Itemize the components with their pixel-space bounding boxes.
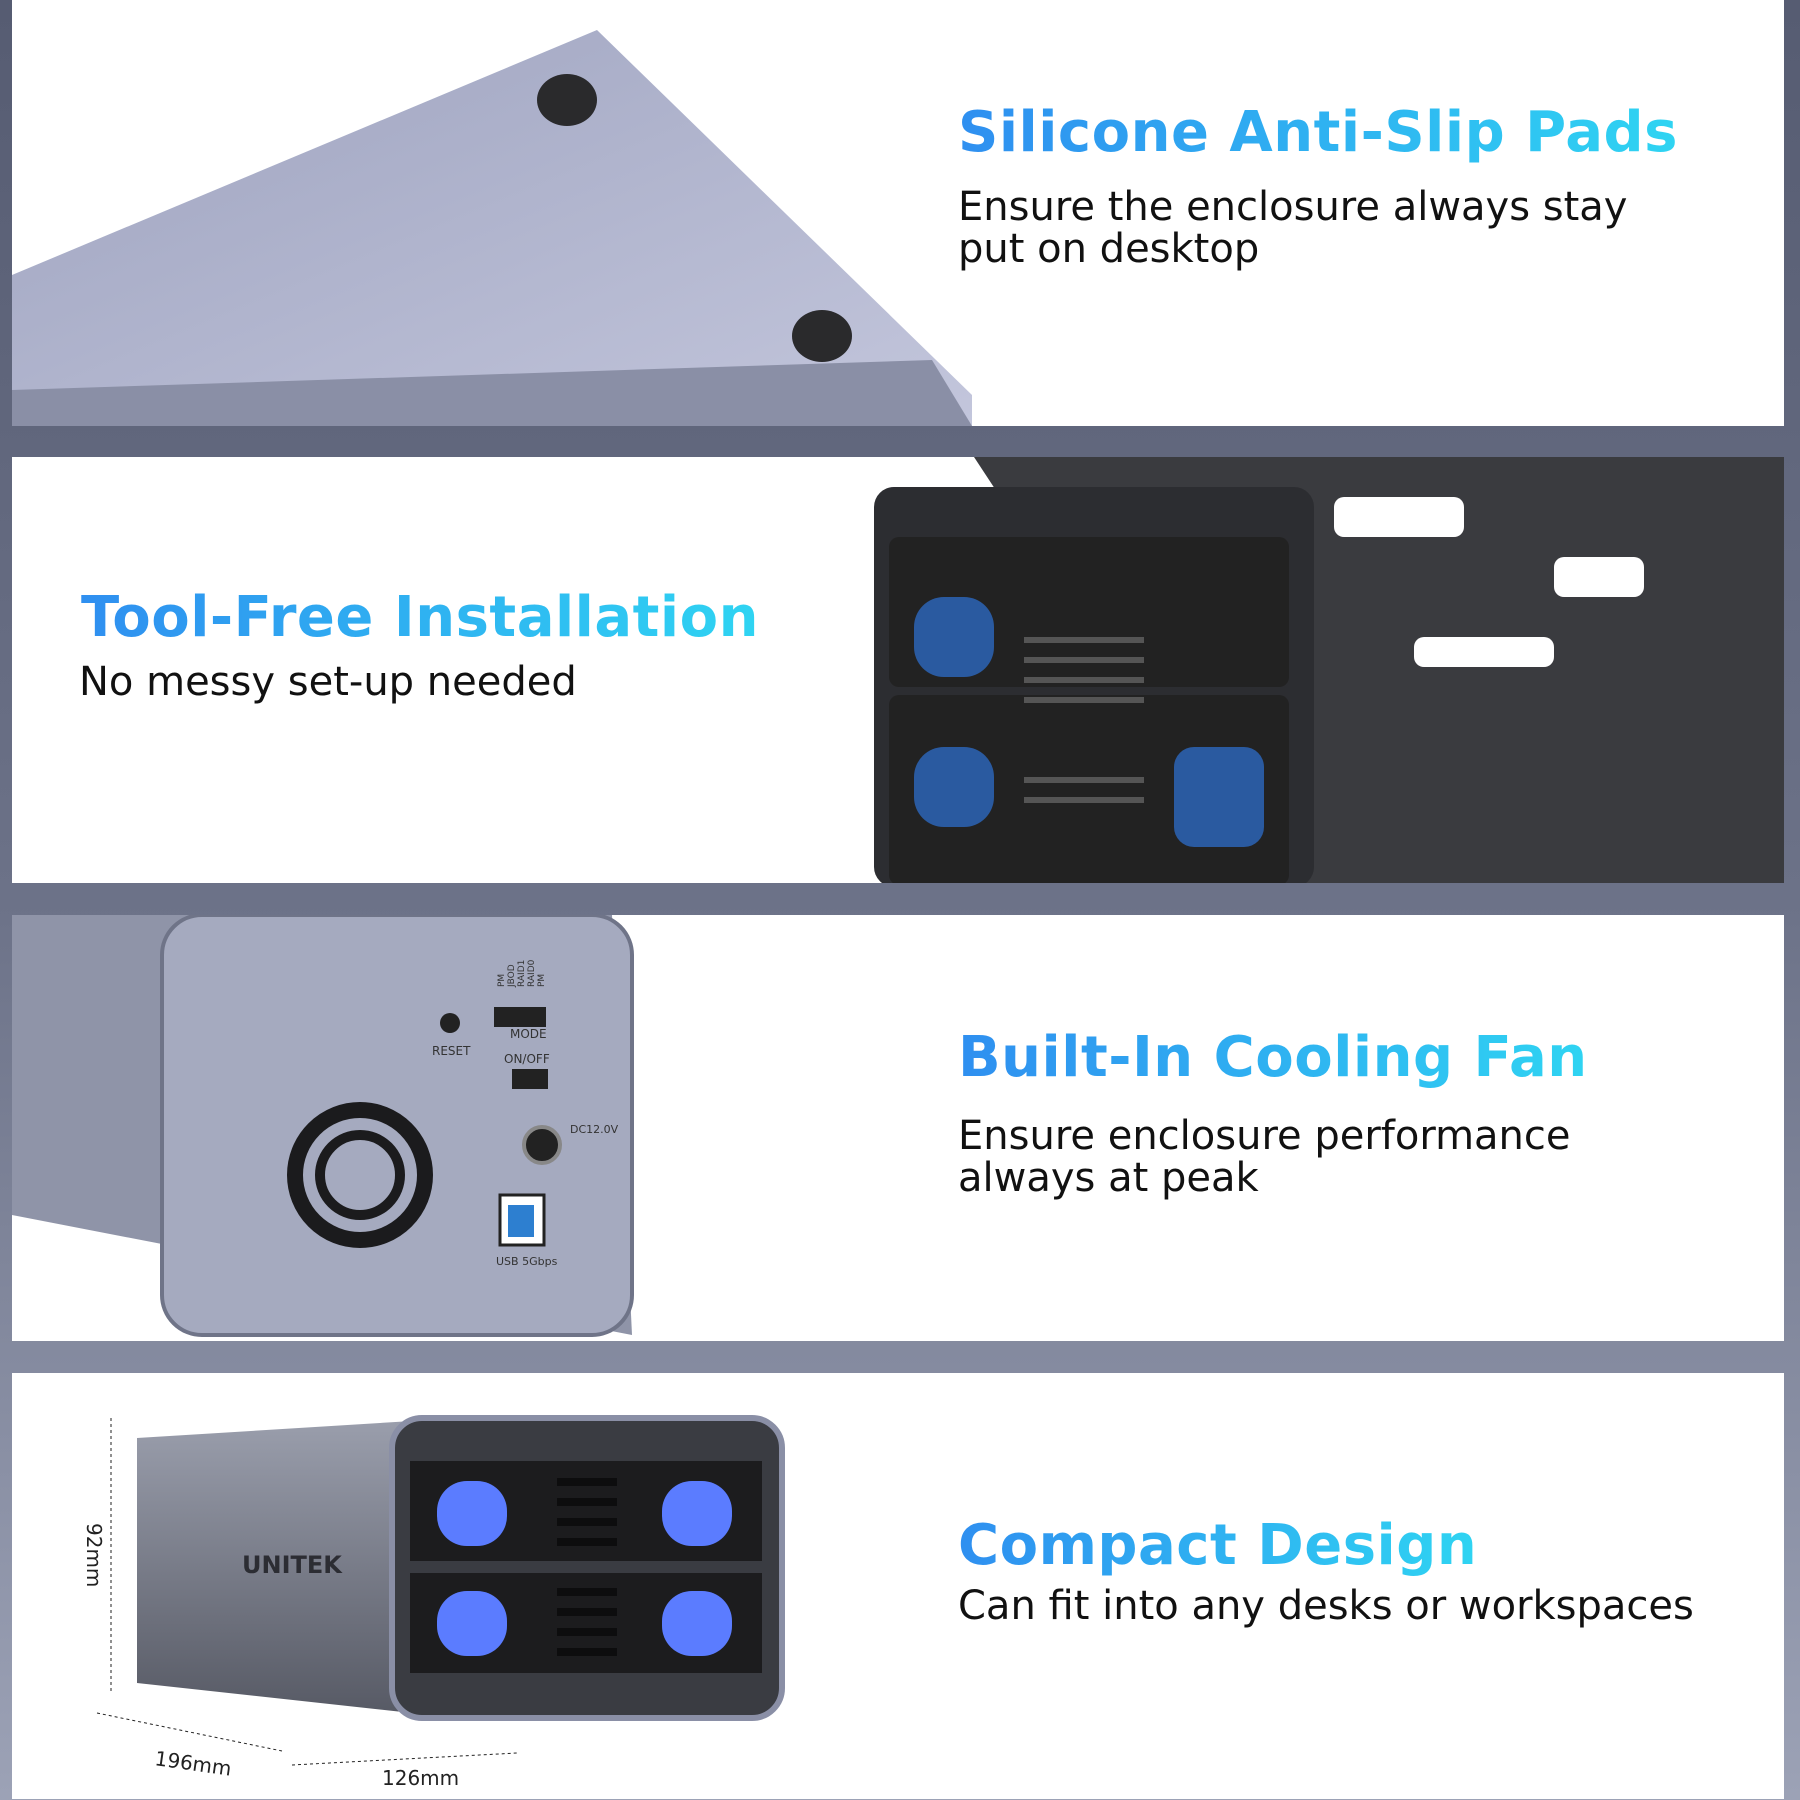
section-compact-design: UNITEK 92mm 196mm 126mm Compact Design C… <box>12 1373 1784 1799</box>
reset-label: RESET <box>432 1044 471 1058</box>
mode-label: MODE <box>510 1027 547 1041</box>
depth-dimension: 196mm <box>153 1746 233 1781</box>
usb-label: USB 5Gbps <box>496 1255 558 1268</box>
section-cooling-fan: RESET MODE PM JBOD RAID1 RAID0 PM ON/OFF… <box>12 915 1784 1341</box>
width-dimension: 126mm <box>382 1766 459 1790</box>
svg-text:JBOD: JBOD <box>507 964 517 988</box>
brand-logo: UNITEK <box>242 1551 343 1579</box>
silicone-pad-2 <box>792 310 852 362</box>
power-label: ON/OFF <box>504 1052 550 1066</box>
section-description: No messy set-up needed <box>79 659 577 705</box>
fan-icon <box>287 1102 433 1248</box>
mode-switch <box>494 1007 546 1027</box>
drive-tray-image <box>874 457 1784 883</box>
section-title: Tool-Free Installation <box>81 585 759 650</box>
svg-text:RAID1: RAID1 <box>517 960 527 987</box>
reset-button <box>440 1013 460 1033</box>
svg-text:PM: PM <box>537 974 547 987</box>
section-title: Built-In Cooling Fan <box>958 1025 1588 1090</box>
enclosure-back-image: RESET MODE PM JBOD RAID1 RAID0 PM ON/OFF… <box>12 915 634 1337</box>
dc-jack <box>522 1125 562 1165</box>
svg-text:PM: PM <box>497 974 507 987</box>
section-anti-slip-pads: Silicone Anti-Slip Pads Ensure the enclo… <box>12 0 1784 426</box>
silicone-pad-1 <box>537 74 597 126</box>
section-description: Ensure enclosure performance always at p… <box>958 1113 1571 1201</box>
height-dimension: 92mm <box>82 1523 106 1587</box>
power-switch <box>512 1069 548 1089</box>
section-title: Silicone Anti-Slip Pads <box>958 100 1678 165</box>
section-title: Compact Design <box>958 1513 1478 1578</box>
section-tool-free: Tool-Free Installation No messy set-up n… <box>12 457 1784 883</box>
section-description: Can fit into any desks or workspaces <box>958 1583 1694 1629</box>
enclosure-front-image: UNITEK 92mm 196mm 126mm <box>82 1415 785 1790</box>
enclosure-bottom-image <box>12 30 972 426</box>
svg-text:RAID0: RAID0 <box>527 959 537 987</box>
dc-label: DC12.0V <box>570 1123 619 1136</box>
section-description: Ensure the enclosure always stay put on … <box>958 184 1628 272</box>
